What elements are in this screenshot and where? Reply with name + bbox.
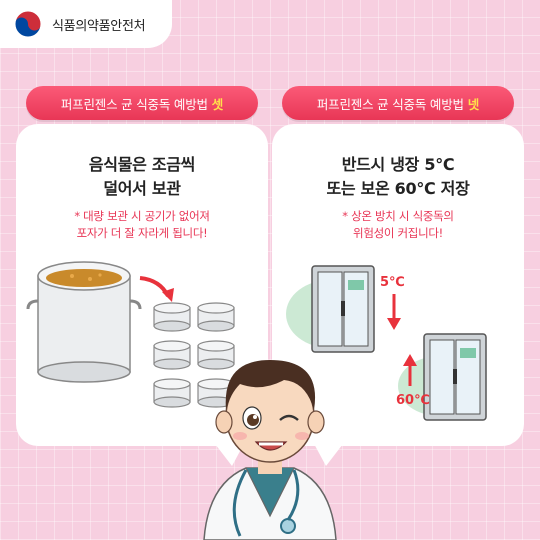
card-note-line1: * 상온 방치 시 식중독의 [342, 209, 454, 223]
tip-pill: 퍼프린젠스 균 식중독 예방법 셋 [26, 86, 258, 120]
pill-number: 셋 [211, 96, 224, 112]
speech-tail [312, 440, 346, 466]
card-title-line1: 반드시 냉장 5℃ [341, 155, 455, 174]
header: 식품의약품안전처 [0, 0, 540, 48]
pill-number: 넷 [467, 96, 480, 112]
org-tab: 식품의약품안전처 [0, 0, 172, 48]
tip-pill: 퍼프린젠스 균 식중독 예방법 넷 [282, 86, 514, 120]
org-name: 식품의약품안전처 [52, 18, 146, 34]
korea-taegeuk-logo-icon [14, 10, 42, 38]
doctor-winking-character-icon [203, 360, 337, 540]
pill-label: 퍼프린젠스 균 식중독 예방법 [316, 96, 464, 112]
card-note-line2: 위험성이 커집니다! [353, 226, 443, 240]
card-title-line2: 덜어서 보관 [103, 179, 181, 198]
card-title-line2: 또는 보온 60℃ 저장 [326, 179, 470, 198]
pill-label: 퍼프린젠스 균 식중독 예방법 [60, 96, 208, 112]
card-note-line1: * 대량 보관 시 공기가 없어져 [74, 209, 210, 223]
card-title-line1: 음식물은 조금씩 [88, 155, 196, 174]
card-note-line2: 포자가 더 잘 자라게 됩니다! [76, 226, 208, 240]
